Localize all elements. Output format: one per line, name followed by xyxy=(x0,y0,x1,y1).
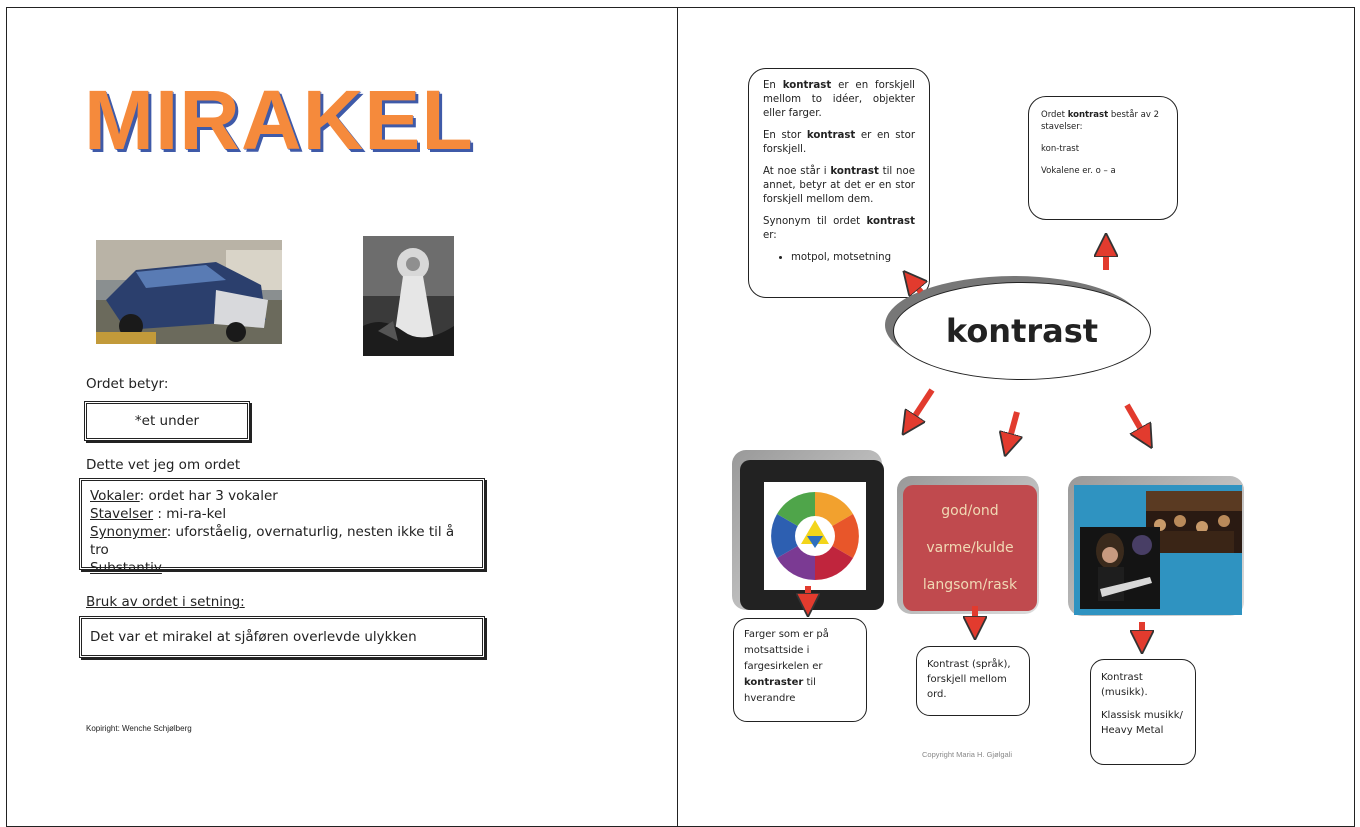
car-crash-image xyxy=(96,240,282,344)
synonyms-line: Synonymer: uforståelig, overnaturlig, ne… xyxy=(90,524,455,558)
syllables-line: Ordet kontrast består av 2 stavelser: xyxy=(1041,110,1159,132)
sentence-box: Det var et mirakel at sjåføren overlevde… xyxy=(79,616,485,658)
vowels-line: Vokaler: ordet har 3 vokaler xyxy=(90,488,278,504)
word-pairs-card: god/ond varme/kulde langsom/rask xyxy=(903,485,1037,611)
meaning-label: Ordet betyr: xyxy=(86,376,169,392)
center-word: kontrast xyxy=(945,312,1099,350)
left-copyright: Kopiright: Wenche Schjølberg xyxy=(86,724,192,733)
syllables-box: Ordet kontrast består av 2 stavelser: ko… xyxy=(1028,96,1178,220)
syllables-line: Stavelser : mi-ra-kel xyxy=(90,506,227,522)
arrow-to-music xyxy=(1124,403,1146,438)
jesus-walking-on-water-image xyxy=(363,236,454,356)
color-wheel-card xyxy=(740,460,884,610)
usage-label: Bruk av ordet i setning: xyxy=(86,594,245,610)
definition-paragraph: Synonym til ordet kontrast er: xyxy=(763,216,915,241)
arrow-to-definition xyxy=(911,280,921,292)
definition-paragraph: En kontrast er en forskjell mellom to id… xyxy=(763,80,915,119)
facts-label: Dette vet jeg om ordet xyxy=(86,457,241,473)
color-wheel-image xyxy=(764,482,866,590)
music-caption-line: Kontrast (musikk). xyxy=(1101,672,1148,698)
orchestra-image xyxy=(1146,491,1242,553)
colors-caption: Farger som er på motsattside i fargesirk… xyxy=(733,618,867,722)
definition-paragraph: At noe står i kontrast til noe annet, be… xyxy=(763,166,915,205)
meaning-box: *et under xyxy=(84,401,250,441)
facts-box: Vokaler: ordet har 3 vokaler Stavelser :… xyxy=(79,478,485,576)
syllables-split: kon-trast xyxy=(1041,144,1080,154)
word-pair: langsom/rask xyxy=(922,576,1018,593)
word-class-line: Substantiv xyxy=(90,560,162,576)
metal-guitarist-image xyxy=(1080,527,1160,609)
right-copyright: Copyright Maria H. Gjølgali xyxy=(922,750,1013,759)
word-pair: varme/kulde xyxy=(926,539,1014,556)
list-item: motpol, motsetning xyxy=(791,251,915,265)
music-caption-line: Klassisk musikk/ Heavy Metal xyxy=(1101,710,1183,736)
music-card xyxy=(1074,485,1242,615)
vowels-line: Vokalene er. o – a xyxy=(1041,166,1116,176)
word-pair: god/ond xyxy=(941,503,999,520)
meaning-value: *et under xyxy=(134,413,200,429)
arrow-to-word-pairs xyxy=(1008,411,1017,445)
page-title: MIRAKEL xyxy=(84,73,474,167)
music-caption: Kontrast (musikk). Klassisk musikk/ Heav… xyxy=(1090,659,1196,765)
definition-paragraph: En stor kontrast er en stor forskjell. xyxy=(763,130,916,155)
example-sentence: Det var et mirakel at sjåføren overlevde… xyxy=(90,629,417,645)
language-caption: Kontrast (språk), forskjell mellom ord. xyxy=(916,646,1030,716)
synonym-list: motpol, motsetning xyxy=(763,251,915,265)
center-word-ellipse: kontrast xyxy=(893,282,1151,380)
arrow-to-color-wheel xyxy=(909,388,935,425)
definition-box: En kontrast er en forskjell mellom to id… xyxy=(748,68,930,298)
